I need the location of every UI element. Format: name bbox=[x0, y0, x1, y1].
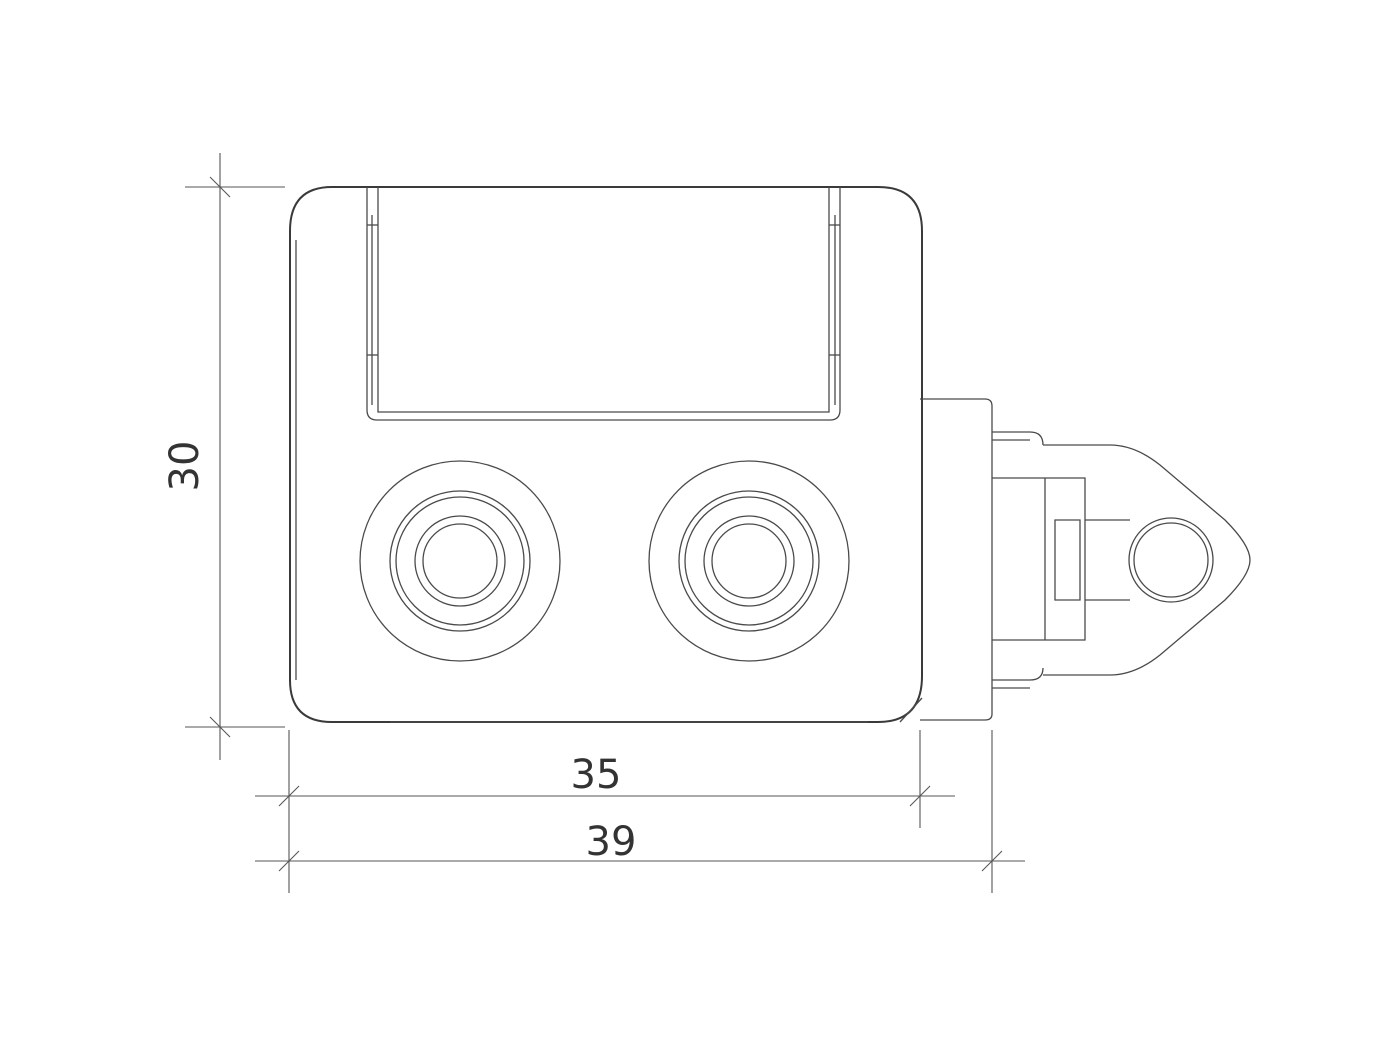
left-socket bbox=[359, 460, 561, 662]
right-socket bbox=[648, 460, 850, 662]
dimension-width-total: 39 bbox=[255, 730, 1025, 893]
top-lid bbox=[366, 187, 841, 421]
height-dimension-label: 30 bbox=[162, 441, 208, 492]
device-body bbox=[289, 186, 923, 723]
side-bracket bbox=[899, 398, 1251, 723]
body-width-dimension-label: 35 bbox=[571, 752, 622, 798]
dimension-height: 30 bbox=[162, 153, 285, 760]
dimension-width-body: 35 bbox=[255, 730, 955, 893]
total-width-dimension-label: 39 bbox=[586, 819, 637, 865]
